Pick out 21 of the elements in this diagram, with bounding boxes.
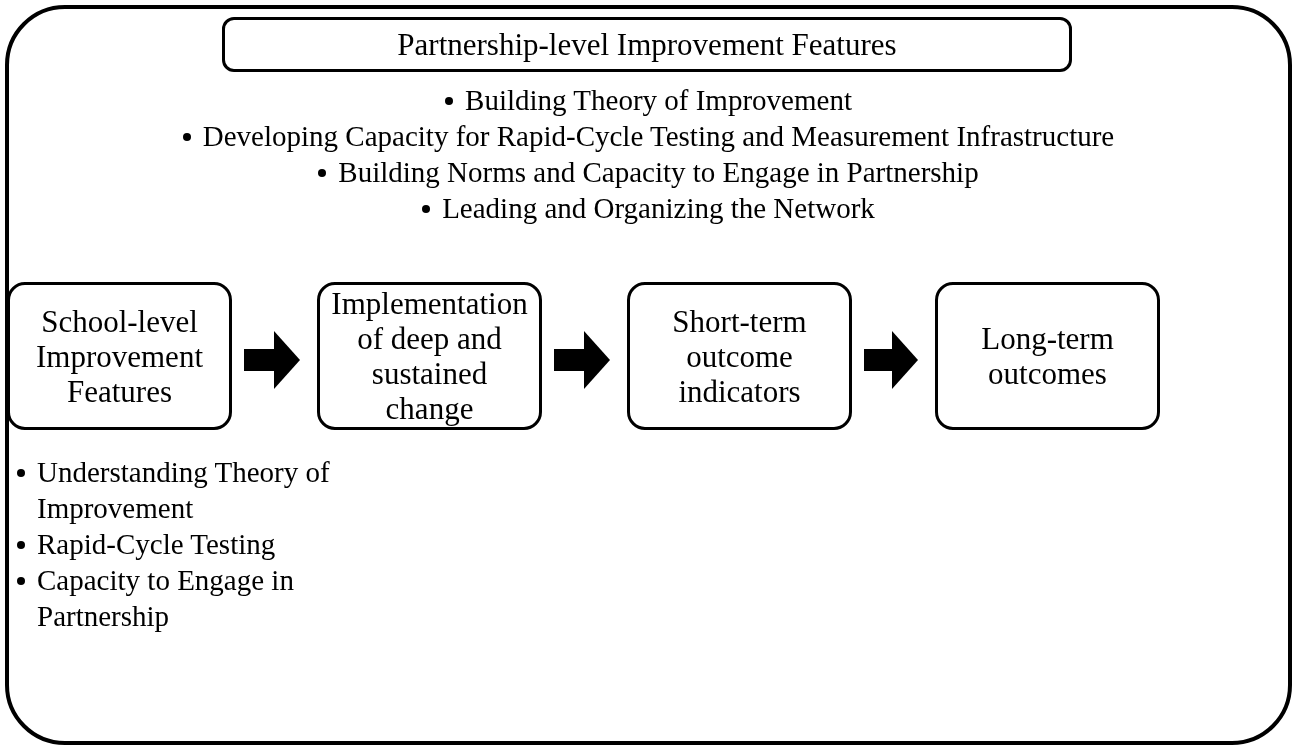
box-label: Short-term outcome indicators: [671, 303, 808, 409]
box-label: Implementation of deep and sustained change: [330, 286, 529, 426]
process-box: [317, 282, 542, 430]
bullet-text: Developing Capacity for Rapid-Cycle Testing and Measurement Infrastructure: [202, 120, 1115, 152]
process-box: [627, 282, 852, 430]
process-box: [7, 282, 232, 430]
bullet-text: Building Norms and Capacity to Engage in Partnership: [338, 156, 979, 188]
bullet-text: Leading and Organizing the Network: [442, 192, 875, 224]
block-arrow: [554, 331, 610, 389]
process-box: [935, 282, 1160, 430]
block-arrow: [864, 331, 918, 389]
header-box: [222, 17, 1072, 72]
bullet-text: Rapid-Cycle Testing: [37, 528, 276, 560]
block-arrow: [244, 331, 300, 389]
bullet-text: Building Theory of Improvement: [465, 84, 852, 116]
box-label: Partnership-level Improvement Features: [397, 27, 897, 62]
bullet-text: Understanding Theory of Improvement: [37, 456, 330, 524]
box-label: School-level Improvement Features: [35, 303, 204, 409]
rounded-frame: [5, 5, 1292, 745]
box-label: Long-term outcomes: [980, 321, 1115, 391]
bullet-text: Capacity to Engage in Partnership: [37, 564, 294, 632]
